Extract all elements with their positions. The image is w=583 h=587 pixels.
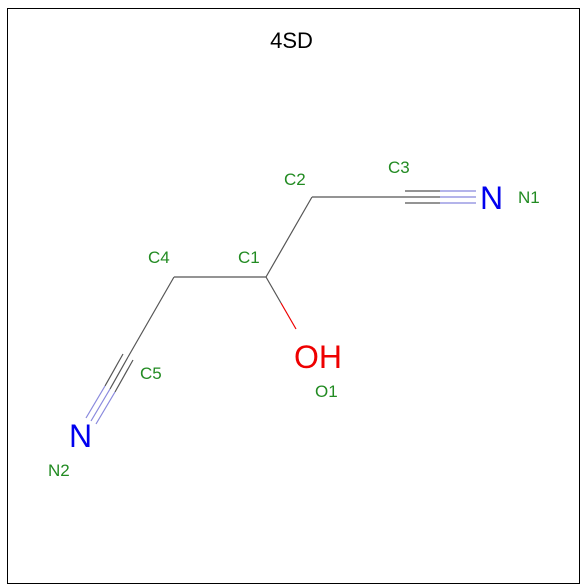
diagram-frame bbox=[7, 8, 580, 584]
label-c2: C2 bbox=[284, 170, 306, 189]
label-c4: C4 bbox=[148, 248, 170, 267]
atom-o1-symbol: OH bbox=[294, 339, 342, 375]
label-c3: C3 bbox=[388, 158, 410, 177]
label-o1: O1 bbox=[315, 382, 338, 401]
bond-c1-c2 bbox=[265, 196, 313, 278]
bond-c3-n1-triple bbox=[405, 190, 476, 204]
label-n2: N2 bbox=[48, 461, 70, 480]
label-n1: N1 bbox=[518, 188, 540, 207]
bond-c1-o1 bbox=[265, 276, 297, 330]
label-c5: C5 bbox=[140, 364, 162, 383]
atom-n1-symbol: N bbox=[480, 180, 503, 216]
bonds bbox=[127, 196, 405, 358]
atom-n2-symbol: N bbox=[69, 418, 92, 454]
diagram-title: 4SD bbox=[270, 28, 313, 53]
bond-c5-n2-triple bbox=[85, 353, 134, 425]
label-c1: C1 bbox=[238, 248, 260, 267]
bond-c4-c5 bbox=[127, 276, 175, 358]
